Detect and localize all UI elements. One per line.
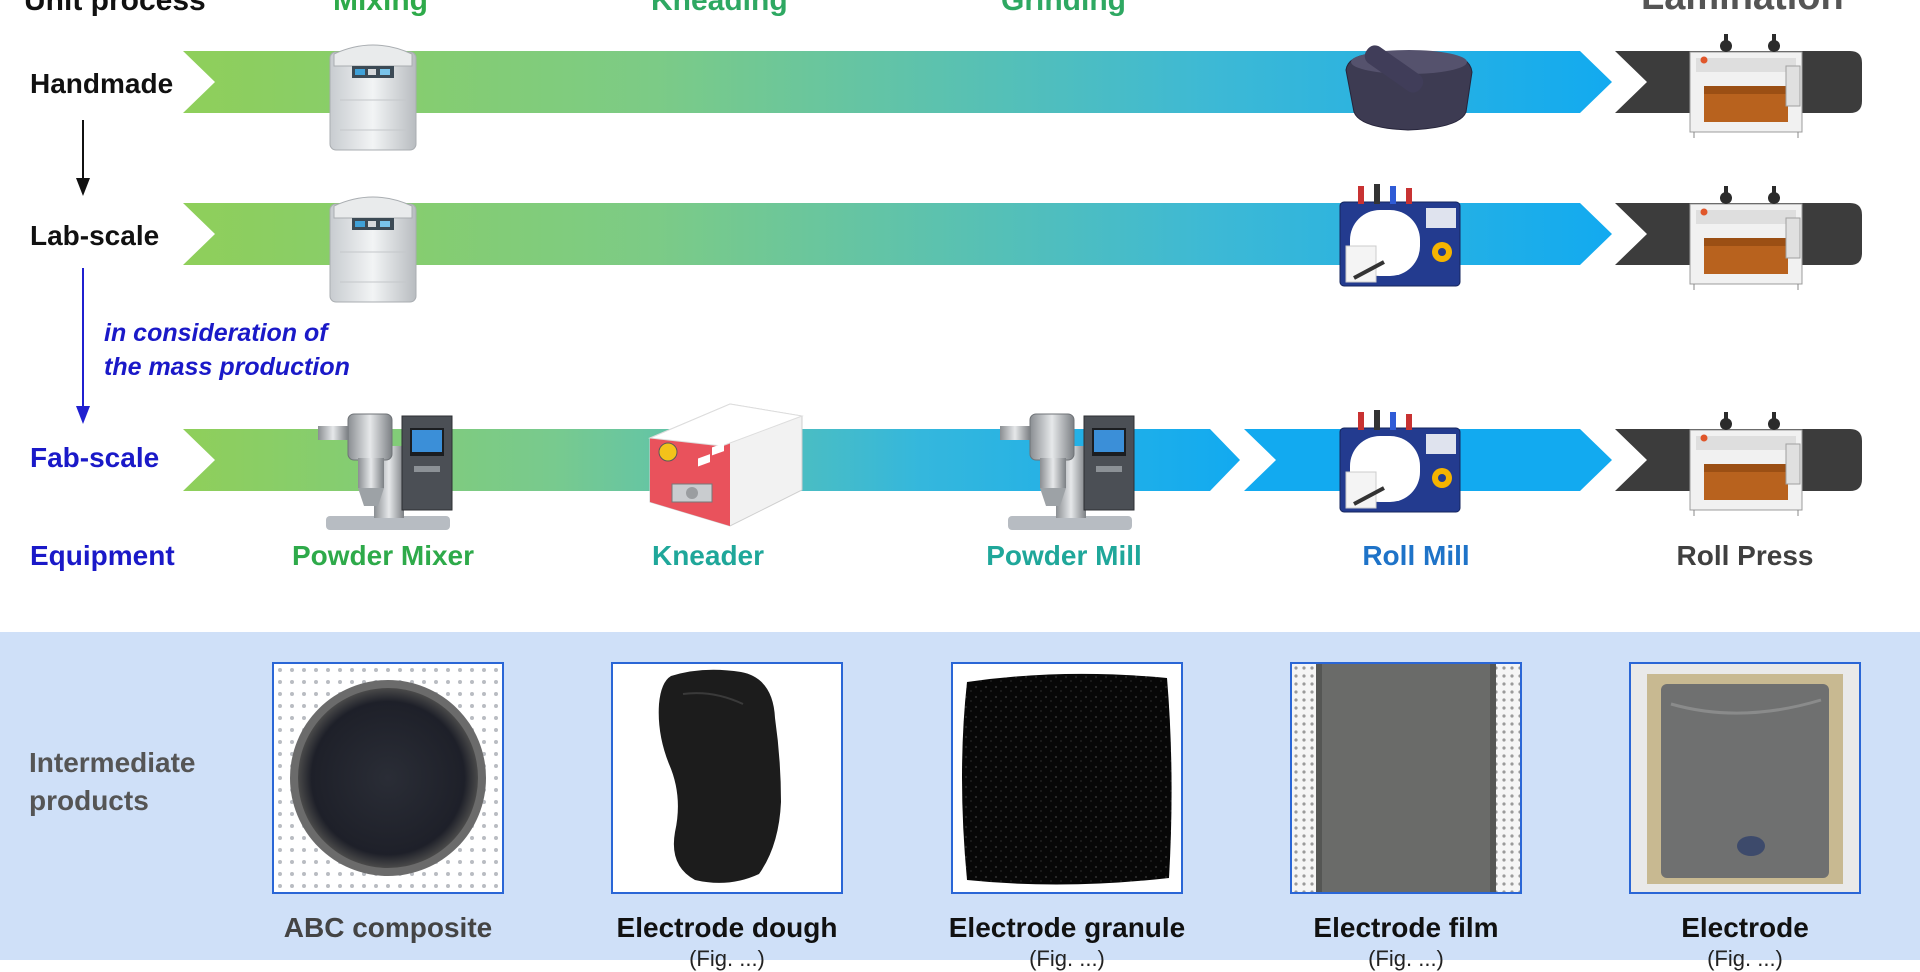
electrode-granule-image — [953, 664, 1181, 892]
handmade-label: Handmade — [30, 68, 174, 99]
product-sub: (Fig. ...) — [1368, 946, 1444, 971]
electrode-film-photo — [1290, 662, 1522, 894]
centrifuge-mixer-image — [329, 196, 417, 303]
kneading-header: Kneading — [651, 0, 788, 17]
roll-press-image — [1689, 185, 1803, 291]
mortar-pestle-image — [1345, 45, 1473, 131]
electrode-granule-photo — [951, 662, 1183, 894]
product-label: Electrode dough — [616, 912, 838, 943]
intermediate-title-line-2: products — [29, 785, 149, 816]
lab-to-fab-arrowhead — [76, 406, 90, 424]
handmade-to-lab-arrowhead — [76, 178, 90, 196]
roll-mill-image — [1338, 408, 1462, 514]
electrode-image — [1631, 664, 1859, 892]
lab-process-arrow — [183, 203, 1612, 265]
lamination-header: Lamination — [1641, 0, 1844, 16]
product-label: Electrode — [1681, 912, 1809, 943]
note-line-1: in consideration of — [104, 319, 328, 347]
product-label: Electrode granule — [948, 912, 1186, 943]
mixing-header: Mixing — [333, 0, 428, 17]
intermediate-title-line-1: Intermediate — [29, 747, 196, 778]
kneader-label: Kneader — [651, 540, 765, 571]
product-sub: (Fig. ...) — [1029, 946, 1105, 971]
grinding-header: Grinding — [1001, 0, 1126, 17]
roll-press-image — [1689, 411, 1803, 517]
electrode-dough-photo — [611, 662, 843, 894]
roll-press-label: Roll Press — [1676, 540, 1814, 571]
mass-production-note: in consideration of the mass production — [104, 316, 350, 384]
roll-mill-label: Roll Mill — [1362, 540, 1470, 571]
fab-scale-label: Fab-scale — [30, 442, 160, 473]
product-label: Electrode film — [1313, 912, 1499, 943]
electrode-film-image — [1292, 664, 1520, 892]
handmade-process-arrow — [183, 51, 1612, 113]
kneader-image — [649, 403, 803, 527]
abc-composite-photo — [272, 662, 504, 894]
powder-mill-label: Powder Mill — [986, 540, 1142, 571]
intermediate-products-panel: Intermediate products ABC composite Elec… — [0, 632, 1920, 971]
note-line-2: the mass production — [104, 353, 350, 381]
product-label: ABC composite — [283, 912, 493, 943]
centrifuge-mixer-image — [329, 44, 417, 151]
electrode-photo — [1629, 662, 1861, 894]
equipment-label: Equipment — [30, 540, 175, 571]
abc-composite-image — [274, 664, 502, 892]
unit-process-header: Unit process — [24, 0, 206, 17]
roll-mill-image — [1338, 182, 1462, 288]
electrode-dough-image — [613, 664, 841, 892]
lab-scale-label: Lab-scale — [30, 220, 160, 251]
roll-press-image — [1689, 33, 1803, 139]
product-sub: (Fig. ...) — [689, 946, 765, 971]
product-sub: (Fig. ...) — [1707, 946, 1783, 971]
powder-mixer-label: Powder Mixer — [291, 540, 475, 571]
intermediate-products-title: Intermediate products — [29, 744, 196, 820]
